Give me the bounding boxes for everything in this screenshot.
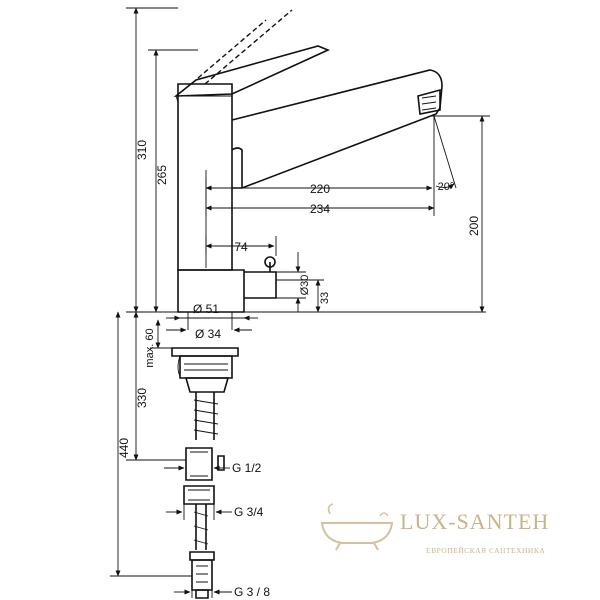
thread-g-three-quarter: G 3/4 [234, 505, 264, 519]
dim-diameter-51: Ø 51 [193, 302, 219, 316]
dim-angle-20: 20° [438, 181, 455, 193]
dim-max-60: max. 60 [144, 328, 156, 367]
watermark-brand: LUX-SANTEH [400, 509, 549, 534]
dim-330: 330 [135, 388, 149, 408]
watermark-tagline: ЕВРОПЕЙСКАЯ САНТЕХНИКА [426, 546, 545, 555]
dim-234: 234 [310, 202, 330, 216]
dim-diameter-34: Ø 34 [195, 327, 221, 341]
dim-33: 33 [319, 292, 331, 304]
dim-diameter-30: Ø30 [299, 275, 311, 296]
dim-200: 200 [467, 216, 481, 236]
dim-265: 265 [155, 165, 169, 185]
bathtub-logo-icon [320, 503, 394, 551]
dim-440: 440 [117, 438, 131, 458]
dimension-lines [110, 7, 490, 598]
dimension-labels: 310 265 220 234 20° 200 74 Ø30 33 Ø 51 Ø… [117, 140, 481, 599]
dim-220: 220 [310, 182, 330, 196]
dim-310: 310 [135, 140, 149, 160]
watermark: LUX-SANTEH ЕВРОПЕЙСКАЯ САНТЕХНИКА [320, 503, 549, 555]
thread-g-half: G 1/2 [232, 461, 262, 475]
dim-74: 74 [234, 240, 248, 254]
faucet-outline [170, 9, 443, 599]
thread-g-three-eighth: G 3 / 8 [234, 585, 270, 599]
